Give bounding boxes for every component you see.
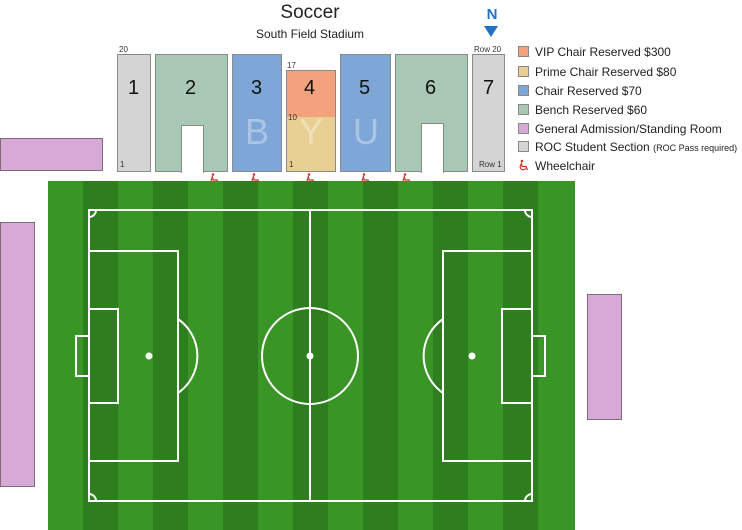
section-4-vip-area xyxy=(287,71,335,117)
north-arrow-icon xyxy=(484,26,498,37)
legend-swatch-bench xyxy=(518,104,529,115)
section-2[interactable]: 2 xyxy=(155,54,228,173)
section-4[interactable]: 4 10 Y 1 xyxy=(286,70,336,172)
legend-item-chair: Chair Reserved $70 xyxy=(518,83,642,99)
section-4-row-mid: 10 xyxy=(288,113,297,122)
north-label: N xyxy=(486,6,498,23)
legend-item-roc: ROC Student Section (ROC Pass required) xyxy=(518,139,737,155)
legend-item-bench: Bench Reserved $60 xyxy=(518,102,647,118)
general-admission-right[interactable] xyxy=(587,294,622,420)
legend-swatch-vip xyxy=(518,46,529,57)
legend-item-prime: Prime Chair Reserved $80 xyxy=(518,64,676,80)
general-admission-left-top[interactable] xyxy=(0,138,103,171)
section-7-row-bottom: Row 1 xyxy=(479,160,502,169)
soccer-field xyxy=(48,181,575,530)
section-2-label: 2 xyxy=(185,77,197,99)
section-5[interactable]: 5 U xyxy=(340,54,391,172)
section-1[interactable]: 20 1 1 xyxy=(117,45,151,172)
legend-label-bench: Bench Reserved $60 xyxy=(535,103,648,117)
section-1-row-top: 20 xyxy=(119,45,128,54)
section-7-row-top: Row 20 xyxy=(474,45,502,54)
legend-swatch-prime xyxy=(518,66,529,77)
legend-label-vip: VIP Chair Reserved $300 xyxy=(535,45,671,59)
legend-item-ga: General Admission/Standing Room xyxy=(518,121,722,137)
watermark-u: U xyxy=(353,111,379,152)
legend-swatch-chair xyxy=(518,85,529,96)
legend-label-prime: Prime Chair Reserved $80 xyxy=(535,65,677,79)
section-4-row-bottom: 1 xyxy=(289,160,294,169)
section-6-notch xyxy=(421,123,444,173)
section-3-label: 3 xyxy=(251,77,263,99)
section-7-label: 7 xyxy=(483,77,495,99)
general-admission-left[interactable] xyxy=(0,222,35,487)
legend-label-chair: Chair Reserved $70 xyxy=(535,84,642,98)
section-5-label: 5 xyxy=(359,77,371,99)
section-4-row-top: 17 xyxy=(287,61,296,70)
section-6-label: 6 xyxy=(425,77,437,99)
wheelchair-icon xyxy=(519,159,529,171)
section-1-label: 1 xyxy=(128,77,140,99)
section-3[interactable]: 3 B xyxy=(232,54,282,172)
legend-label-roc: ROC Student Section xyxy=(535,140,650,154)
legend-label-ga: General Admission/Standing Room xyxy=(535,122,722,136)
watermark-y: Y xyxy=(299,111,324,152)
venue-subtitle: South Field Stadium xyxy=(255,27,365,41)
section-7[interactable]: 7 Row 1 xyxy=(472,54,505,172)
legend-swatch-ga xyxy=(518,123,529,134)
section-6[interactable]: 6 xyxy=(395,54,468,173)
legend-roc-note: (ROC Pass required) xyxy=(653,143,738,153)
legend-item-vip: VIP Chair Reserved $300 xyxy=(518,44,671,60)
watermark-b: B xyxy=(245,111,270,152)
section-2-notch xyxy=(181,125,204,173)
section-1-row-bottom: 1 xyxy=(120,160,125,169)
legend-swatch-roc xyxy=(518,141,529,152)
legend-label-wheelchair: Wheelchair xyxy=(535,159,596,173)
page-title: Soccer xyxy=(280,2,340,23)
section-4-label: 4 xyxy=(304,77,316,99)
legend-item-wheelchair: Wheelchair xyxy=(518,158,595,174)
